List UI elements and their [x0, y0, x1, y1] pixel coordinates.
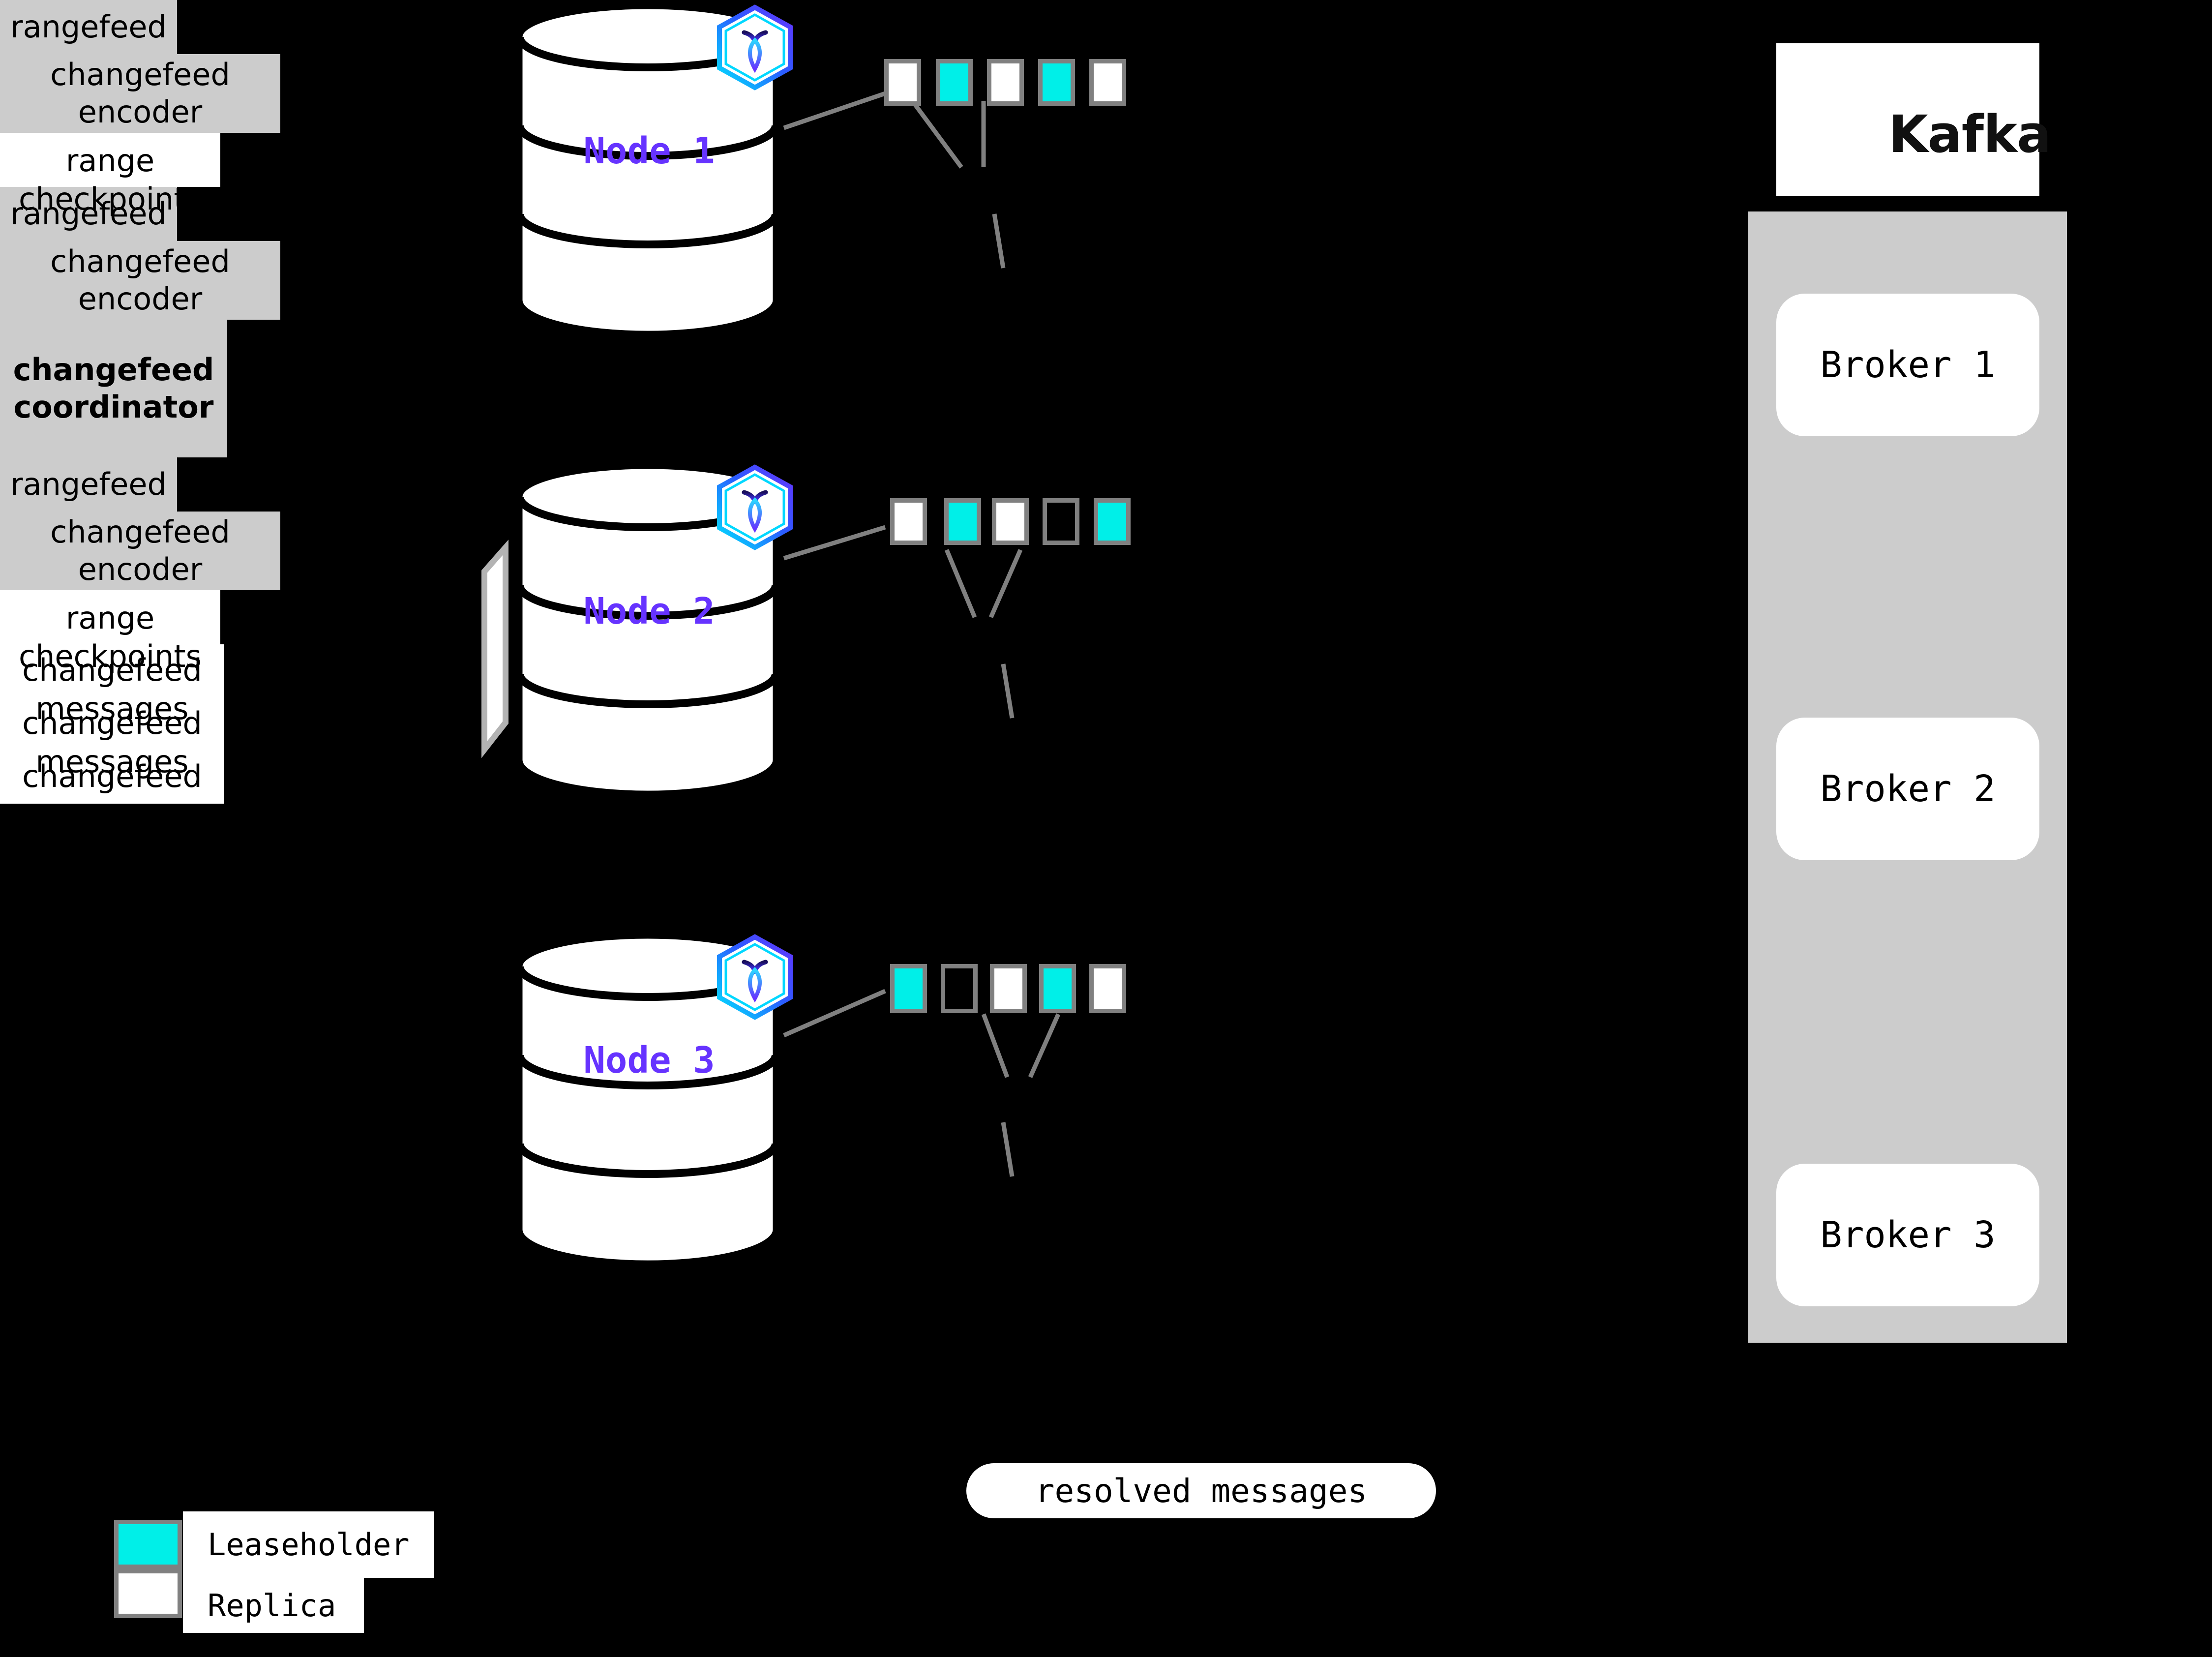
- node-cylinder-2: [516, 463, 779, 796]
- broker-2[interactable]: Broker 2: [1776, 718, 2039, 860]
- broker-3[interactable]: Broker 3: [1776, 1164, 2039, 1306]
- node-3-range-2[interactable]: [941, 964, 978, 1013]
- node-2-title: Node 2: [583, 590, 715, 633]
- node-1-range-1[interactable]: [884, 59, 921, 106]
- legend-label-leaseholder: Leaseholder: [183, 1511, 434, 1578]
- node-1-changefeed-encoder-box[interactable]: changefeed encoder: [0, 54, 280, 133]
- node-2-range-5[interactable]: [1094, 498, 1131, 545]
- cockroachdb-logo-icon-2: [717, 464, 793, 550]
- node-3-changefeed-encoder-box[interactable]: changefeed encoder: [0, 512, 280, 590]
- consumer-arrow-icon: [2059, 329, 2090, 350]
- cockroachdb-logo-icon-3: [717, 934, 793, 1020]
- node-1-range-2[interactable]: [936, 59, 973, 106]
- cockroachdb-logo-icon-1: [717, 4, 793, 90]
- node-2-rangefeed-box[interactable]: rangefeed: [0, 187, 177, 241]
- rangefeed-to-encoder-connectors: [992, 213, 1015, 1177]
- node-2-range-4[interactable]: [1043, 498, 1079, 545]
- node-1-range-5[interactable]: [1089, 59, 1126, 106]
- node-3-range-3[interactable]: [990, 964, 1027, 1013]
- coordinator-callout-wedge: [481, 540, 508, 758]
- node-cylinder-3: [516, 933, 779, 1266]
- resolved-messages-pill: resolved messages: [966, 1463, 1436, 1518]
- kafka-logo-card: [1776, 43, 2039, 196]
- node-1-title: Node 1: [583, 130, 715, 172]
- kafka-wordmark: Kafka: [1888, 104, 2051, 164]
- legend-swatch-replica: [114, 1569, 182, 1618]
- node-2-range-2[interactable]: [944, 498, 981, 545]
- leader-lines-node-3: [783, 989, 1061, 1078]
- node-3-range-4[interactable]: [1039, 964, 1076, 1013]
- node-3-range-5[interactable]: [1089, 964, 1126, 1013]
- node-1-range-checkpoints-label: range checkpoints: [0, 133, 220, 217]
- leader-lines-node-2: [783, 525, 1023, 618]
- node-2-range-1[interactable]: [890, 498, 927, 545]
- node-1-rangefeed-box[interactable]: rangefeed: [0, 0, 177, 54]
- node-3-range-1[interactable]: [890, 964, 927, 1013]
- node-1-range-4[interactable]: [1038, 59, 1075, 106]
- legend-label-replica: Replica: [183, 1578, 364, 1633]
- leader-lines-node-1: [783, 91, 986, 169]
- node-cylinder-1: [516, 3, 779, 336]
- broker-1[interactable]: Broker 1: [1776, 294, 2039, 436]
- node-1-range-3[interactable]: [987, 59, 1024, 106]
- node-3-title: Node 3: [583, 1039, 715, 1082]
- legend-swatch-leaseholder: [114, 1520, 182, 1569]
- node-2-range-3[interactable]: [992, 498, 1029, 545]
- changefeed-coordinator-box[interactable]: changefeed coordinator: [0, 320, 227, 457]
- changefeed-messages-label-3: changefeed messages: [0, 751, 224, 833]
- node-3-rangefeed-box[interactable]: rangefeed: [0, 457, 177, 512]
- node-2-changefeed-encoder-box[interactable]: changefeed encoder: [0, 241, 280, 320]
